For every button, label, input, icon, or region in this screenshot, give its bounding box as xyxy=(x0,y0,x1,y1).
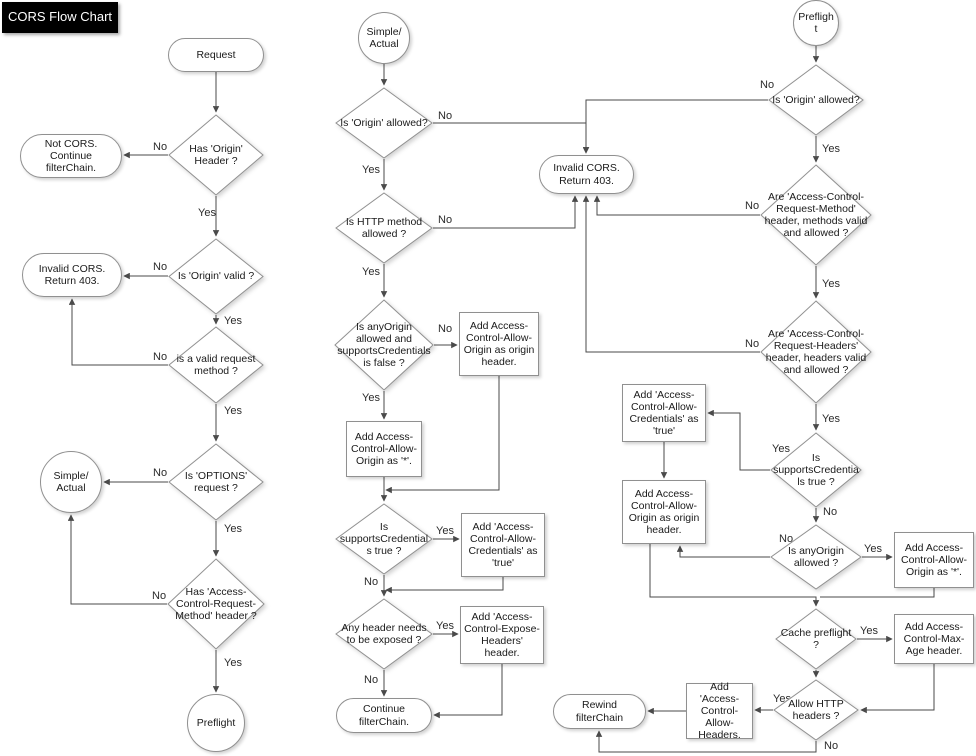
edge-right-acao-origin-out xyxy=(649,544,820,607)
edge-right-acrh-no xyxy=(582,195,760,353)
edge-label-right-supportscred-no: No xyxy=(823,506,837,518)
edge-label-valid-method-yes: Yes xyxy=(224,405,242,417)
edge-label-right-origin-allowed-no: No xyxy=(760,79,774,91)
edge-label-options-yes: Yes xyxy=(224,523,242,535)
edge-right-acrm-no xyxy=(593,195,760,216)
edge-label-mid-anyorigin-no: No xyxy=(438,323,452,335)
edge-right-origin-allowed-no xyxy=(582,99,768,154)
edge-allow-headers-no xyxy=(595,730,817,753)
edge-right-supportscred-yes xyxy=(707,409,770,471)
edge-mid-origin-allowed-no xyxy=(433,122,590,154)
edge-label-mid-anyorigin-yes: Yes xyxy=(362,392,380,404)
edge-label-valid-method-no: No xyxy=(153,351,167,363)
edge-label-origin-valid-no: No xyxy=(153,261,167,273)
edge-label-cache-preflight-yes: Yes xyxy=(860,625,878,637)
edge-label-right-acrm-yes: Yes xyxy=(822,278,840,290)
edge-label-origin-valid-yes: Yes xyxy=(224,315,242,327)
edge-label-acrm-header-no: No xyxy=(152,590,166,602)
edge-label-mid-http-yes: Yes xyxy=(362,266,380,278)
edge-label-right-acrm-no: No xyxy=(745,200,759,212)
edge-label-mid-supportscred-yes: Yes xyxy=(436,525,454,537)
edge-right-anyorigin-no xyxy=(676,545,770,558)
edge-label-has-origin-no: No xyxy=(153,141,167,153)
edge-label-mid-origin-allowed-yes: Yes xyxy=(362,164,380,176)
edge-label-acrm-header-yes: Yes xyxy=(224,657,242,669)
edge-label-mid-http-no: No xyxy=(438,214,452,226)
edge-label-mid-supportscred-no: No xyxy=(364,576,378,588)
edge-max-age-out xyxy=(860,664,935,714)
edge-mid-acac-true-out xyxy=(385,577,504,594)
edge-right-acao-star-out xyxy=(820,588,935,598)
edge-label-allow-headers-no: No xyxy=(824,740,838,752)
edge-label-mid-expose-yes: Yes xyxy=(436,620,454,632)
edge-label-right-anyorigin-no: No xyxy=(779,533,793,545)
edge-label-has-origin-yes: Yes xyxy=(198,207,216,219)
edge-label-options-no: No xyxy=(153,467,167,479)
edge-mid-expose-rect-out xyxy=(433,664,503,719)
edge-label-allow-headers-yes: Yes xyxy=(773,693,791,705)
edge-label-right-anyorigin-yes: Yes xyxy=(864,543,882,555)
edge-label-right-acrh-no: No xyxy=(745,338,759,350)
edge-label-right-supportscred-yes: Yes xyxy=(772,443,790,455)
edge-mid-http-no xyxy=(433,195,579,229)
edge-label-right-origin-allowed-yes: Yes xyxy=(822,143,840,155)
edge-mid-acao-origin-out xyxy=(385,376,500,494)
edge-valid-method-no xyxy=(68,298,168,366)
edge-acrm-header-no xyxy=(67,514,167,605)
edge-label-mid-origin-allowed-no: No xyxy=(438,110,452,122)
edge-label-right-acrh-yes: Yes xyxy=(822,413,840,425)
edge-label-mid-expose-no: No xyxy=(364,674,378,686)
